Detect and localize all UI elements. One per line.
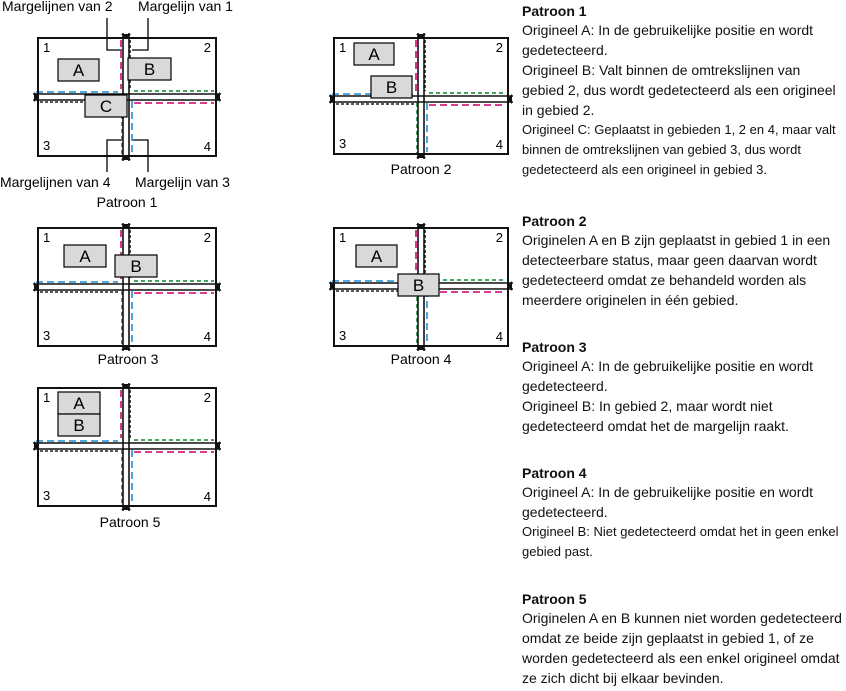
original-b: [114, 254, 158, 278]
separator-marker: [121, 224, 131, 229]
explanation-title: Patroon 4: [522, 465, 587, 481]
explanation-pattern-3: Patroon 3 Origineel A: In de gebruikelij…: [522, 338, 844, 436]
explanation-title: Patroon 3: [522, 339, 587, 355]
separator-marker: [121, 34, 131, 39]
original-b-label: B: [130, 257, 141, 276]
separator-marker: [416, 153, 426, 158]
area-number: 1: [43, 40, 50, 55]
explanation-pattern-1: Patroon 1 Origineel A: In de gebruikelij…: [522, 2, 844, 180]
area-number: 2: [204, 230, 211, 245]
area-number: 3: [339, 328, 346, 343]
pattern-caption: Patroon 1: [97, 194, 158, 210]
original-a-label: A: [73, 394, 85, 413]
area-number: 1: [43, 230, 50, 245]
explanation-line: Origineel B: Niet gedetecteerd omdat het…: [522, 524, 839, 559]
original-a-label: A: [368, 45, 380, 64]
area-number: 4: [204, 489, 211, 504]
explanation-line: Origineel A: In de gebruikelijke positie…: [522, 484, 814, 520]
area-number: 3: [339, 136, 346, 151]
original-c-label: C: [100, 97, 112, 116]
explanation-pattern-4: Patroon 4 Origineel A: In de gebruikelij…: [522, 464, 844, 562]
callout-leader: [106, 18, 122, 51]
label-margin-line-1: Margelijn van 1: [138, 0, 233, 14]
area-number: 2: [496, 40, 503, 55]
separator-marker: [330, 281, 335, 291]
area-number: 4: [204, 139, 211, 154]
callout-leader: [132, 18, 149, 51]
area-number: 1: [43, 390, 50, 405]
pattern-5-diagram: 1 2 3 4: [33, 383, 221, 511]
area-number: 4: [496, 329, 503, 344]
explanation-title: Patroon 5: [522, 591, 587, 607]
separator-marker: [34, 282, 39, 292]
area-number: 1: [339, 230, 346, 245]
pattern-caption: Patroon 2: [391, 161, 452, 177]
area-number: 4: [496, 137, 503, 152]
label-margin-lines-2: Margelijnen van 2: [2, 0, 113, 14]
original-b-label: B: [144, 60, 155, 79]
pattern-caption: Patroon 3: [98, 351, 159, 367]
separator-marker: [215, 282, 220, 292]
callout-leader: [132, 139, 149, 172]
area-number: 3: [43, 328, 50, 343]
separator-marker: [416, 34, 426, 39]
explanation-pattern-2: Patroon 2 Originelen A en B zijn geplaat…: [522, 212, 844, 310]
pattern-diagrams: Margelijnen van 2 Margelijn van 1 Margel…: [0, 0, 513, 530]
area-number: 4: [204, 329, 211, 344]
explanation-line: Origineel A: In de gebruikelijke positie…: [522, 358, 814, 394]
separator-marker: [507, 94, 512, 104]
explanation-line: Originelen A en B zijn geplaatst in gebi…: [522, 232, 831, 308]
explanation-title: Patroon 2: [522, 213, 587, 229]
original-b: [397, 273, 440, 297]
separator-marker: [121, 384, 131, 389]
explanation-line: Origineel C: Geplaatst in gebieden 1, 2 …: [522, 122, 836, 177]
pattern-caption: Patroon 4: [391, 351, 452, 367]
explanation-line: Origineel B: Valt binnen de omtrekslijne…: [522, 62, 836, 118]
explanation-line: Origineel B: In gebied 2, maar wordt nie…: [522, 398, 789, 434]
original-b-label: B: [413, 276, 424, 295]
separator-marker: [121, 155, 131, 160]
explanation-line: Origineel A: In de gebruikelijke positie…: [522, 22, 814, 58]
area-number: 1: [339, 40, 346, 55]
original-a: [63, 244, 107, 268]
separator-marker: [34, 92, 39, 102]
separator-marker: [507, 281, 512, 291]
area-number: 3: [43, 138, 50, 153]
original-a: [355, 244, 398, 268]
pattern-1-diagram: 1 2 3 4: [33, 33, 221, 161]
pattern-caption: Patroon 5: [100, 514, 161, 530]
original-b-label: B: [386, 78, 397, 97]
label-margin-lines-4: Margelijnen van 4: [0, 174, 111, 190]
pattern-2-diagram: 1 2 3 4: [329, 33, 513, 159]
original-a-label: A: [79, 247, 91, 266]
area-number: 2: [496, 230, 503, 245]
area-number: 3: [43, 488, 50, 503]
explanation-line: Originelen A en B kunnen niet worden ged…: [522, 610, 842, 686]
separator-marker: [416, 224, 426, 229]
separator-marker: [416, 345, 426, 350]
separator-marker: [330, 94, 335, 104]
original-a-label: A: [371, 247, 383, 266]
area-number: 2: [204, 390, 211, 405]
explanation-title: Patroon 1: [522, 3, 587, 19]
pattern-3-diagram: 1 2 3 4: [33, 223, 221, 351]
original-c: [84, 94, 128, 118]
separator-marker: [215, 92, 220, 102]
original-b: [370, 75, 413, 99]
separator-marker: [215, 441, 220, 451]
label-margin-line-3: Margelijn van 3: [135, 174, 230, 190]
original-a-label: A: [73, 61, 85, 80]
explanation-pattern-5: Patroon 5 Originelen A en B kunnen niet …: [522, 590, 844, 688]
separator-marker: [34, 441, 39, 451]
original-a: [353, 42, 395, 66]
original-b-label: B: [73, 416, 84, 435]
callout-leader: [106, 139, 122, 172]
original-a: [57, 58, 100, 82]
separator-marker: [121, 505, 131, 510]
original-b: [57, 413, 101, 437]
separator-marker: [121, 345, 131, 350]
area-number: 2: [204, 40, 211, 55]
original-b: [127, 57, 172, 81]
